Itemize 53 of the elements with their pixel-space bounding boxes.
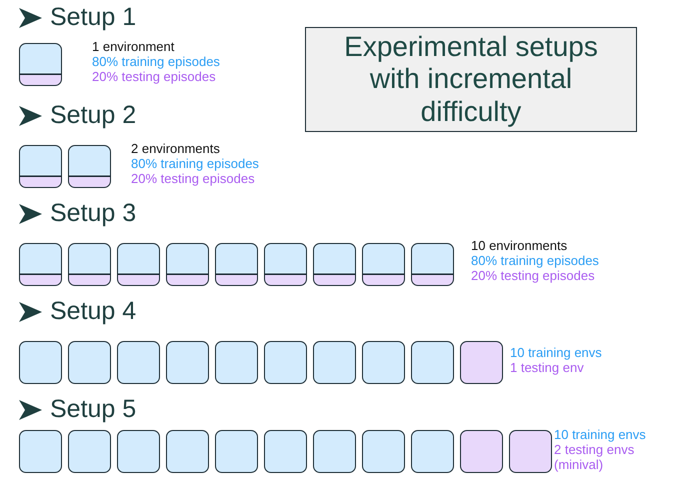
setup-description: 10 training envs (554, 428, 646, 443)
setup-description: 10 training envs (510, 346, 602, 361)
environment-box (117, 341, 160, 384)
environment-box (117, 243, 160, 286)
environment-box (313, 243, 356, 286)
environment-box (68, 145, 111, 188)
environment-box (19, 145, 62, 188)
environment-box (19, 43, 62, 86)
setup-description: 2 testing envs (minival) (554, 443, 636, 473)
setup-description: 10 environments (471, 239, 568, 254)
setup-description: 80% training episodes (92, 55, 220, 70)
environment-box (19, 430, 62, 473)
setup-description: 2 environments (131, 142, 220, 157)
environment-box (411, 430, 454, 473)
environment-box (509, 430, 552, 473)
environment-box (460, 430, 503, 473)
setup-heading: Setup 3 (50, 199, 136, 228)
setup-heading: Setup 4 (50, 297, 136, 326)
setup-heading: Setup 5 (50, 395, 136, 424)
setup-description: 1 testing env (510, 361, 584, 376)
title-text: Experimental setups with incremental difficulty (343, 31, 599, 128)
setup-heading: Setup 2 (50, 101, 136, 130)
environment-box (362, 243, 405, 286)
environment-box (313, 430, 356, 473)
environment-box (166, 341, 209, 384)
environment-box (215, 430, 258, 473)
environment-box (215, 341, 258, 384)
setup-description: 20% testing episodes (92, 70, 216, 85)
environment-box (264, 430, 307, 473)
environment-box (264, 341, 307, 384)
environment-box (313, 341, 356, 384)
environment-box (166, 430, 209, 473)
environment-box (117, 430, 160, 473)
environment-box (215, 243, 258, 286)
environment-box (411, 341, 454, 384)
environment-box (411, 243, 454, 286)
environment-box (68, 430, 111, 473)
environment-box (460, 341, 503, 384)
environment-box (19, 243, 62, 286)
environment-box (68, 243, 111, 286)
environment-box (362, 341, 405, 384)
environment-box (68, 341, 111, 384)
setup-description: 20% testing episodes (471, 269, 595, 284)
environment-box (264, 243, 307, 286)
environment-box (166, 243, 209, 286)
setup-description: 80% training episodes (471, 254, 599, 269)
environment-box (362, 430, 405, 473)
environment-box (19, 341, 62, 384)
setup-heading: Setup 1 (50, 3, 136, 32)
setup-description: 80% training episodes (131, 157, 259, 172)
setup-description: 20% testing episodes (131, 172, 255, 187)
title-box (305, 27, 637, 132)
setup-description: 1 environment (92, 40, 174, 55)
